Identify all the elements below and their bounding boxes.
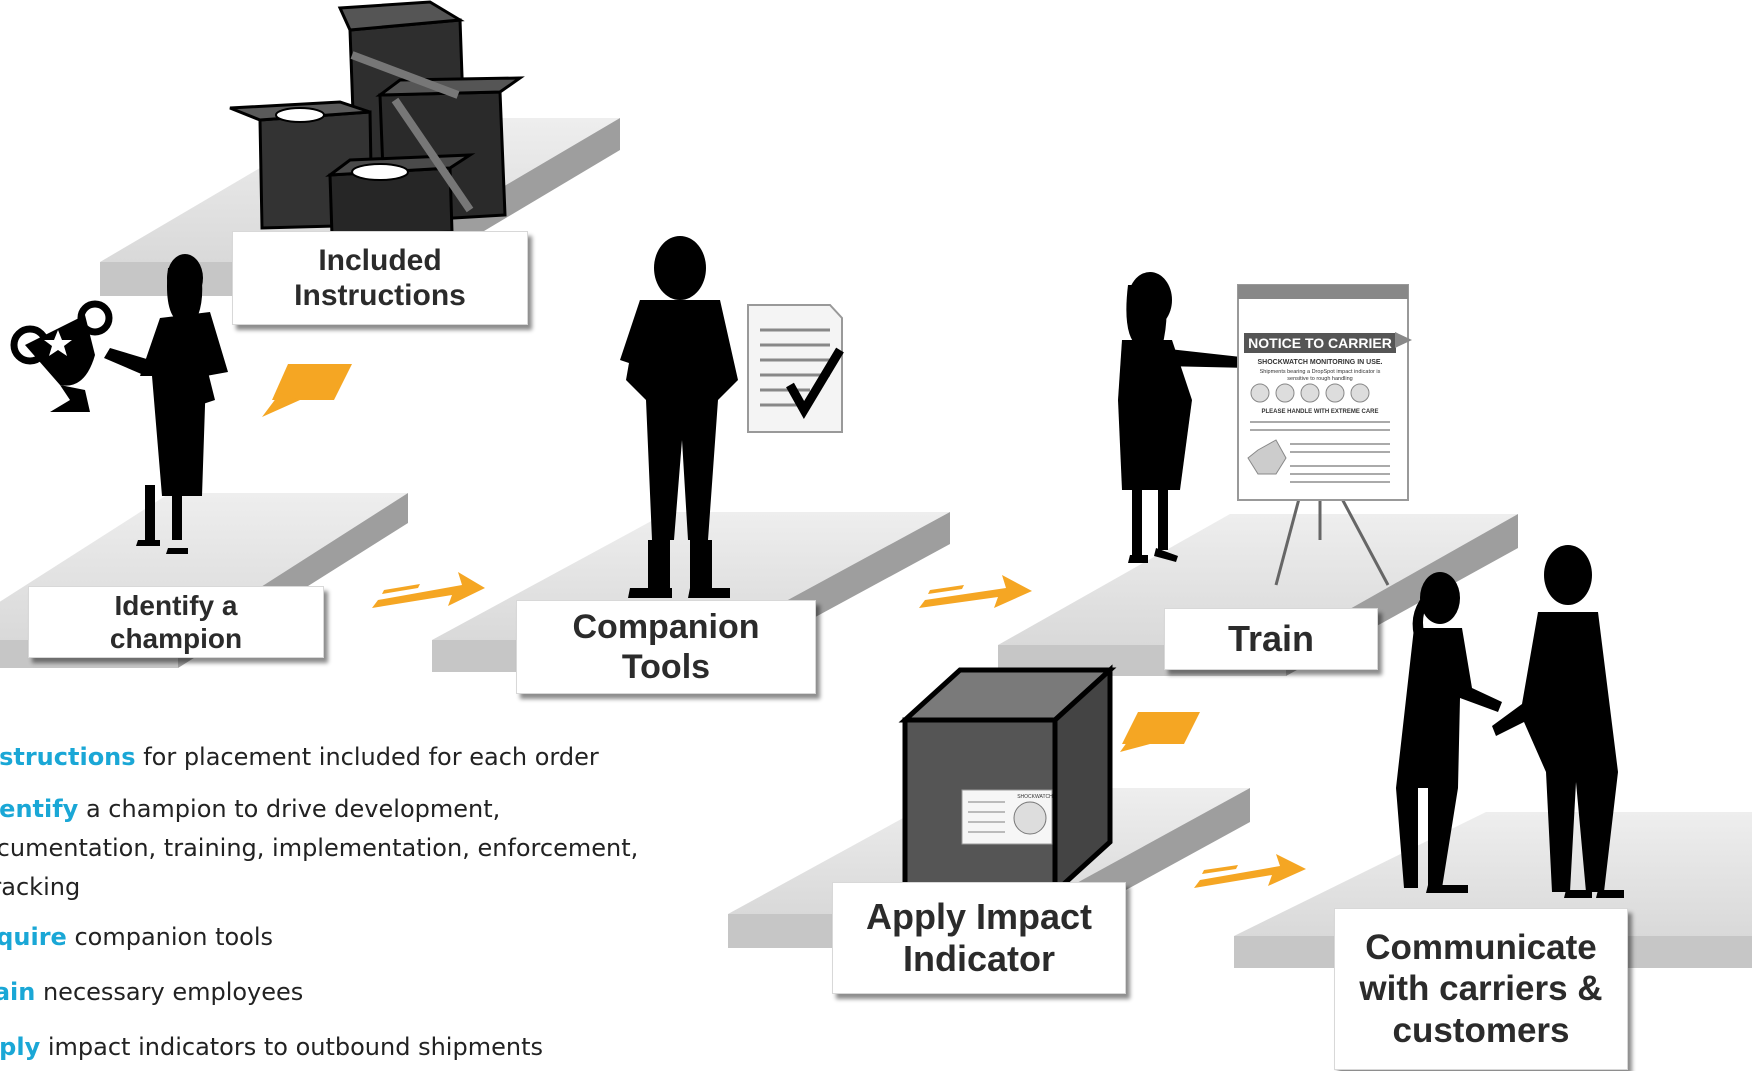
step-label-communicate-text: Communicate with carriers & customers (1359, 928, 1603, 1050)
list-item-train: rain necessary employees (0, 973, 303, 1012)
package-box-icon: SHOCKWATCH (898, 664, 1117, 898)
poster-title: NOTICE TO CARRIER (1248, 335, 1392, 351)
handshake-silhouette (1396, 545, 1624, 898)
list-item-train-keyword: rain (0, 978, 36, 1006)
boxes-pile-icon (229, 0, 525, 238)
poster-line-2: sensitive to rough handling (1287, 376, 1352, 382)
list-item-instructions: nstructions for placement included for e… (0, 738, 599, 777)
list-item-train-text: necessary employees (35, 978, 304, 1006)
arrow-instructions-to-champion (98, 364, 352, 417)
step-label-communicate: Communicate with carriers & customers (1334, 908, 1628, 1070)
woman-with-trophy-silhouette (104, 254, 228, 554)
poster-subtitle: SHOCKWATCH MONITORING IN USE. (1258, 359, 1383, 366)
step-label-apply-text: Apply Impact Indicator (865, 895, 1093, 979)
list-item-identify-keyword: dentify (0, 795, 79, 823)
arrow-champion-to-tools (372, 572, 485, 608)
trophy-icon (10, 300, 113, 412)
document-checkmark-icon (747, 304, 844, 433)
list-item-apply: pply impact indicators to outbound shipm… (0, 1028, 543, 1067)
box-label: SHOCKWATCH (1017, 794, 1053, 800)
list-item-acquire-text: companion tools (66, 923, 274, 951)
easel-icon (1274, 494, 1390, 586)
step-label-instructions: Included Instructions (232, 231, 528, 325)
notice-poster: NOTICE TO CARRIER SHOCKWATCH MONITORING … (1237, 284, 1412, 501)
step-label-train: Train (1164, 608, 1378, 670)
step-label-tools-text: Companion Tools (572, 607, 760, 686)
list-item-identify-text: a champion to drive development, ocument… (0, 795, 639, 901)
woman-presenting-silhouette (1118, 272, 1250, 563)
arrow-apply-to-communicate (1194, 854, 1306, 888)
list-item-apply-text: impact indicators to outbound shipments (40, 1033, 543, 1061)
step-label-instructions-text: Included Instructions (294, 243, 466, 312)
list-item-acquire: cquire companion tools (0, 918, 273, 957)
list-item-instructions-keyword: nstructions (0, 743, 136, 771)
step-label-train-text: Train (1227, 617, 1315, 659)
arrow-tools-to-train (919, 575, 1032, 608)
list-item-instructions-text: for placement included for each order (135, 743, 599, 771)
man-reading-silhouette (620, 236, 738, 598)
arrow-train-to-apply (1120, 712, 1200, 752)
step-label-apply: Apply Impact Indicator (832, 882, 1126, 994)
poster-line-1: Shipments bearing a DropSpot impact indi… (1260, 369, 1381, 375)
list-item-acquire-keyword: cquire (0, 923, 67, 951)
list-item-apply-keyword: pply (0, 1033, 41, 1061)
step-label-champion: Identify a champion (28, 586, 324, 658)
step-label-champion-text: Identify a champion (109, 589, 243, 654)
step-label-tools: Companion Tools (516, 600, 816, 694)
list-item-identify: dentify a champion to drive development,… (0, 790, 638, 907)
poster-warning: PLEASE HANDLE WITH EXTREME CARE (1261, 409, 1378, 415)
